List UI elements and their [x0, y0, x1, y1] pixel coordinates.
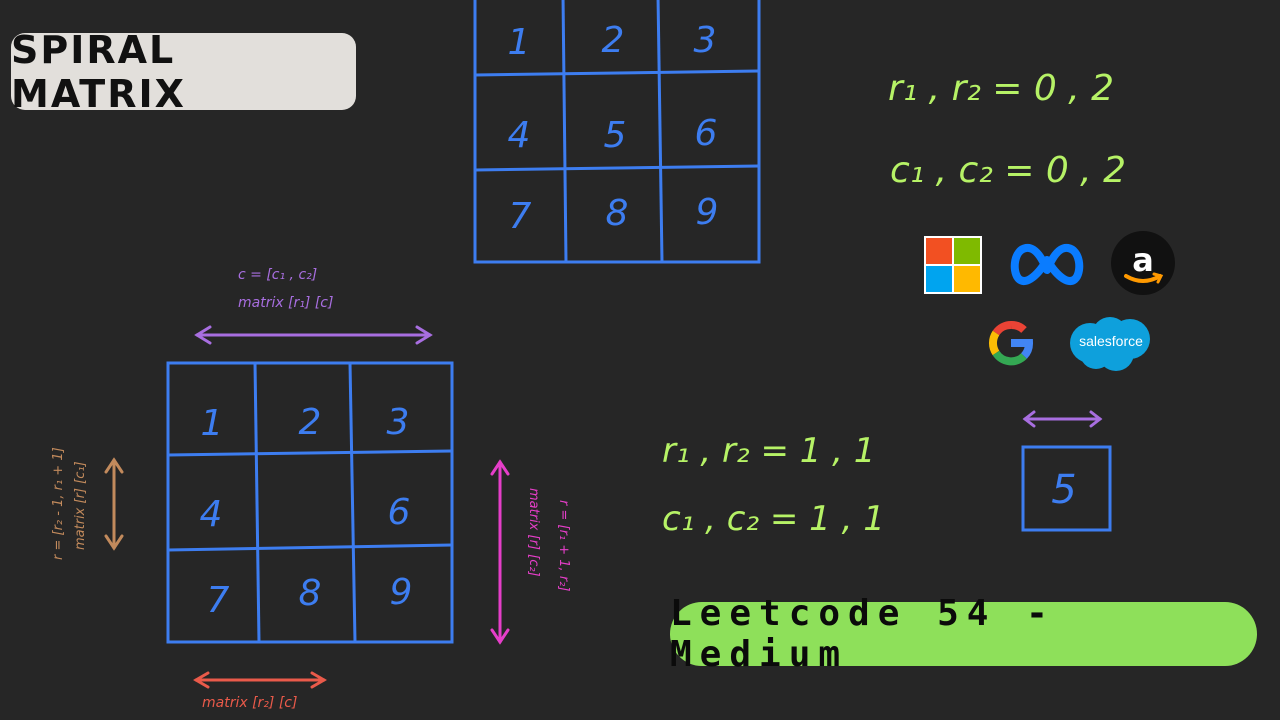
- purple-label-2: matrix [r₁] [c]: [238, 295, 333, 311]
- purple-arrow: [194, 325, 433, 345]
- brown-label-1: r = [r₂ - 1, r₁ + 1]: [51, 447, 66, 560]
- left-cell-4: 4: [200, 494, 223, 535]
- left-grid: [166, 361, 454, 644]
- brown-label-2: matrix [r] [c₁]: [73, 461, 88, 550]
- top-cell-1: 1: [508, 22, 531, 63]
- top-cell-3: 3: [694, 20, 717, 61]
- left-cell-2: 2: [299, 402, 322, 443]
- top-grid: [473, 0, 761, 264]
- note-top-cols: c₁ , c₂ = 0 , 2: [890, 150, 1126, 191]
- salesforce-icon: salesforce: [1066, 313, 1156, 373]
- top-cell-8: 8: [606, 193, 629, 234]
- google-icon: [988, 320, 1033, 366]
- pink-arrow: [490, 459, 510, 645]
- top-cell-9: 9: [696, 192, 719, 233]
- top-cell-4: 4: [508, 115, 531, 156]
- top-cell-5: 5: [604, 115, 627, 156]
- top-cell-7: 7: [509, 196, 532, 237]
- top-cell-6: 6: [695, 113, 718, 154]
- microsoft-icon: [924, 236, 982, 294]
- small-grid-purple-arrow: [1022, 410, 1103, 428]
- svg-text:a: a: [1132, 241, 1154, 279]
- left-cell-8: 8: [299, 573, 322, 614]
- left-cell-7: 7: [207, 580, 230, 621]
- pink-label-2: matrix [r] [c₂]: [526, 488, 541, 577]
- note-top-rows: r₁ , r₂ = 0 , 2: [888, 68, 1114, 109]
- meta-icon: [1010, 244, 1084, 286]
- title-text: SPIRAL MATRIX: [11, 27, 186, 116]
- red-arrow: [193, 671, 327, 689]
- brown-arrow: [104, 457, 124, 551]
- small-cell-5: 5: [1051, 467, 1076, 513]
- red-label-1: matrix [r₂] [c]: [202, 695, 297, 711]
- difficulty-badge-text: Leetcode 54 - Medium: [670, 593, 1056, 675]
- left-cell-9: 9: [390, 572, 413, 613]
- left-cell-6: 6: [388, 492, 411, 533]
- difficulty-badge: Leetcode 54 - Medium: [670, 593, 1257, 675]
- note-mid-rows: r₁ , r₂ = 1 , 1: [662, 431, 875, 471]
- purple-label-1: c = [c₁ , c₂]: [238, 267, 317, 283]
- left-cell-1: 1: [201, 403, 224, 444]
- title-badge: SPIRAL MATRIX: [11, 28, 356, 116]
- left-cell-3: 3: [387, 402, 410, 443]
- pink-label-1: r = [r₁ + 1, r₂]: [556, 500, 571, 591]
- salesforce-label: salesforce: [1079, 333, 1143, 349]
- small-grid: [1021, 445, 1112, 532]
- amazon-icon: a: [1111, 231, 1175, 295]
- note-mid-cols: c₁ , c₂ = 1 , 1: [662, 499, 885, 539]
- top-cell-2: 2: [602, 20, 625, 61]
